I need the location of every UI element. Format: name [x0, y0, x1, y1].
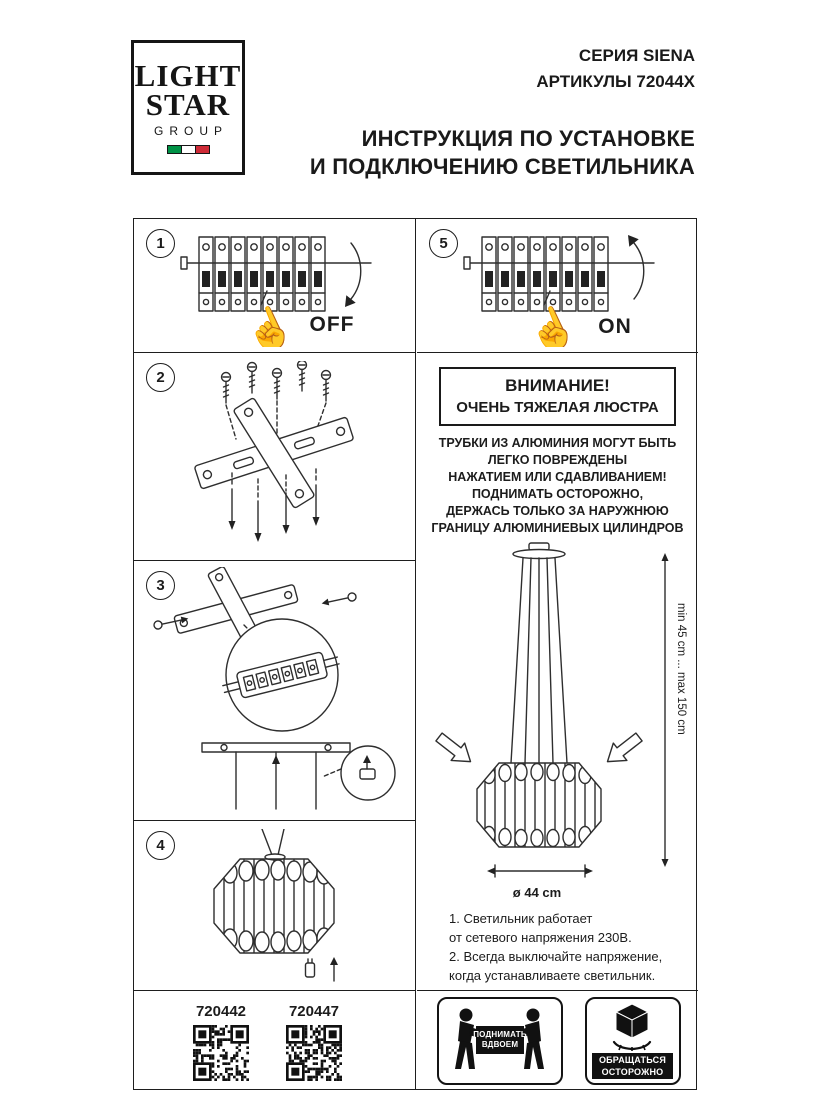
cube-in-hand — [612, 1003, 652, 1051]
height-range-label: min 45 cm ... max 150 cm — [675, 603, 687, 735]
step-5-number: 5 — [429, 229, 458, 258]
off-label: OFF — [309, 313, 355, 336]
qr-code-1 — [193, 1025, 249, 1081]
mounting-bracket-diagram — [194, 361, 354, 543]
italian-flag-icon — [166, 145, 210, 154]
side-screw-left — [153, 616, 189, 630]
series-title: СЕРИЯ SIENA — [578, 46, 695, 65]
rotate-arrow-icon — [350, 242, 362, 300]
chandelier-body-diagram — [213, 829, 338, 982]
rotate-arrow-icon — [633, 242, 645, 300]
logo-word-group: GROUP — [153, 124, 228, 138]
lift-with-two-people-icon: ПОДНИМАТЬ ВДВОЕМ — [437, 997, 563, 1085]
logo-word-star: STAR — [145, 87, 231, 122]
warning-title: ВНИМАНИЕ! — [505, 376, 610, 395]
push-up-arrow-icon — [272, 755, 280, 764]
articles-title: АРТИКУЛЫ 72044X — [536, 72, 695, 91]
side-screw-right — [321, 592, 357, 606]
step-1-number: 1 — [146, 229, 175, 258]
column-divider — [415, 219, 416, 1089]
handle-with-care-icon: ОБРАЩАТЬСЯ ОСТОРОЖНО — [585, 997, 681, 1085]
warning-subtitle: ОЧЕНЬ ТЯЖЕЛАЯ ЛЮСТРА — [456, 399, 659, 416]
warning-text: ТРУБКИ ИЗ АЛЮМИНИЯ МОГУТ БЫТЬ ЛЕГКО ПОВР… — [431, 436, 684, 535]
qr-row: 720442 720447 — [134, 991, 415, 1091]
circuit-breaker-off-diagram: ☝ — [180, 236, 372, 347]
article-code-720447: 720447 — [288, 1003, 340, 1020]
usage-notes: 1. Светильник работает от сетевого напря… — [449, 911, 663, 983]
step-3-cell: 3 — [134, 561, 415, 821]
circuit-breaker-on-diagram: ☝ — [463, 235, 655, 347]
warning-cell: ВНИМАНИЕ! ОЧЕНЬ ТЯЖЕЛАЯ ЛЮСТРА ТРУБКИ ИЗ… — [417, 353, 698, 991]
terminal-block — [222, 651, 340, 699]
wiring-connection-diagram — [153, 567, 396, 810]
cross-bracket — [194, 397, 354, 509]
step-4-cell: 4 — [134, 821, 415, 991]
qr-code-2 — [286, 1025, 342, 1081]
pictogram-row: ПОДНИМАТЬ ВДВОЕМ ОБРАЩАТЬСЯ ОСТОРОЖНО — [417, 991, 698, 1091]
hanging-chandelier-diagram — [435, 542, 669, 878]
lightstar-logo: LIGHT STAR GROUP — [131, 40, 245, 175]
hold-arrow-right-icon — [606, 732, 643, 763]
plug-icon — [304, 958, 316, 978]
step-5-cell: 5 ☝ ON — [417, 219, 698, 353]
step-2-number: 2 — [146, 363, 175, 392]
step-1-cell: 1 ☝ OFF — [134, 219, 415, 353]
instruction-title-line2: И ПОДКЛЮЧЕНИЮ СВЕТИЛЬНИКА — [309, 154, 695, 179]
warning-box: ВНИМАНИЕ! ОЧЕНЬ ТЯЖЕЛАЯ ЛЮСТРА — [439, 367, 676, 426]
instruction-title-line1: ИНСТРУКЦИЯ ПО УСТАНОВКЕ — [361, 126, 695, 151]
logo-word-light: LIGHT — [134, 58, 242, 93]
step-4-number: 4 — [146, 831, 175, 860]
article-code-720442: 720442 — [195, 1003, 247, 1020]
step-3-number: 3 — [146, 571, 175, 600]
diameter-label: ø 44 cm — [512, 885, 562, 900]
step-2-cell: 2 — [134, 353, 415, 561]
lift-label: ПОДНИМАТЬ ВДВОЕМ — [473, 1026, 527, 1054]
care-label: ОБРАЩАТЬСЯ ОСТОРОЖНО — [592, 1053, 673, 1079]
on-label: ON — [598, 315, 632, 338]
hold-arrow-left-icon — [435, 732, 472, 763]
instruction-grid: 1 ☝ OFF 2 — [133, 218, 698, 1091]
